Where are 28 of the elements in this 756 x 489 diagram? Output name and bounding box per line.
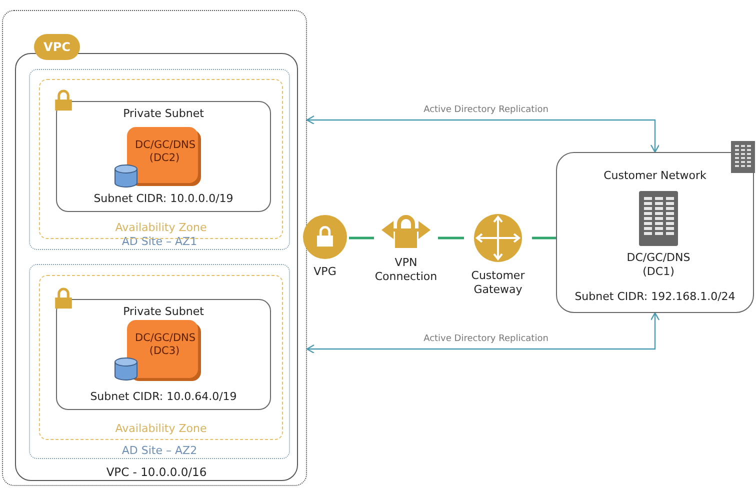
connector: [532, 236, 556, 240]
cloud-boundary: [2, 10, 307, 486]
subnet-title: Private Subnet: [122, 107, 205, 121]
customer-network-title: Customer Network: [602, 169, 708, 183]
server-label: DC/GC/DNS (DC2): [135, 139, 194, 166]
edge-label: Active Directory Replication: [422, 105, 550, 115]
customer-gateway-label: Customer Gateway: [470, 269, 526, 296]
subnet-cidr: Subnet CIDR: 10.0.0.0/19: [92, 192, 234, 206]
availability-zone-label: Availability Zone: [114, 422, 208, 436]
connector: [438, 236, 464, 240]
subnet-cidr: Subnet CIDR: 10.0.64.0/19: [89, 390, 238, 404]
vpc-label: VPC - 10.0.0.0/16: [105, 464, 208, 479]
subnet-cidr: Subnet CIDR: 192.168.1.0/24: [574, 290, 736, 304]
edge-label: Active Directory Replication: [422, 334, 550, 344]
connector: [306, 115, 660, 153]
availability-zone-label: Availability Zone: [114, 221, 208, 235]
subnet-title: Private Subnet: [122, 305, 205, 319]
ad-site-label: AD Site – AZ2: [120, 444, 198, 458]
ad-site-box: [29, 264, 290, 459]
vpc-tag: VPC: [34, 34, 80, 60]
connector: [349, 236, 374, 240]
server-label: DC/GC/DNS (DC1): [626, 251, 692, 278]
server-label: DC/GC/DNS (DC3): [135, 332, 194, 358]
connector: [306, 312, 660, 354]
vpn-label: VPN Connection: [374, 256, 438, 284]
vpg-label: VPG: [312, 265, 338, 279]
ad-site-box: [29, 69, 290, 250]
availability-zone-box: [39, 275, 283, 440]
